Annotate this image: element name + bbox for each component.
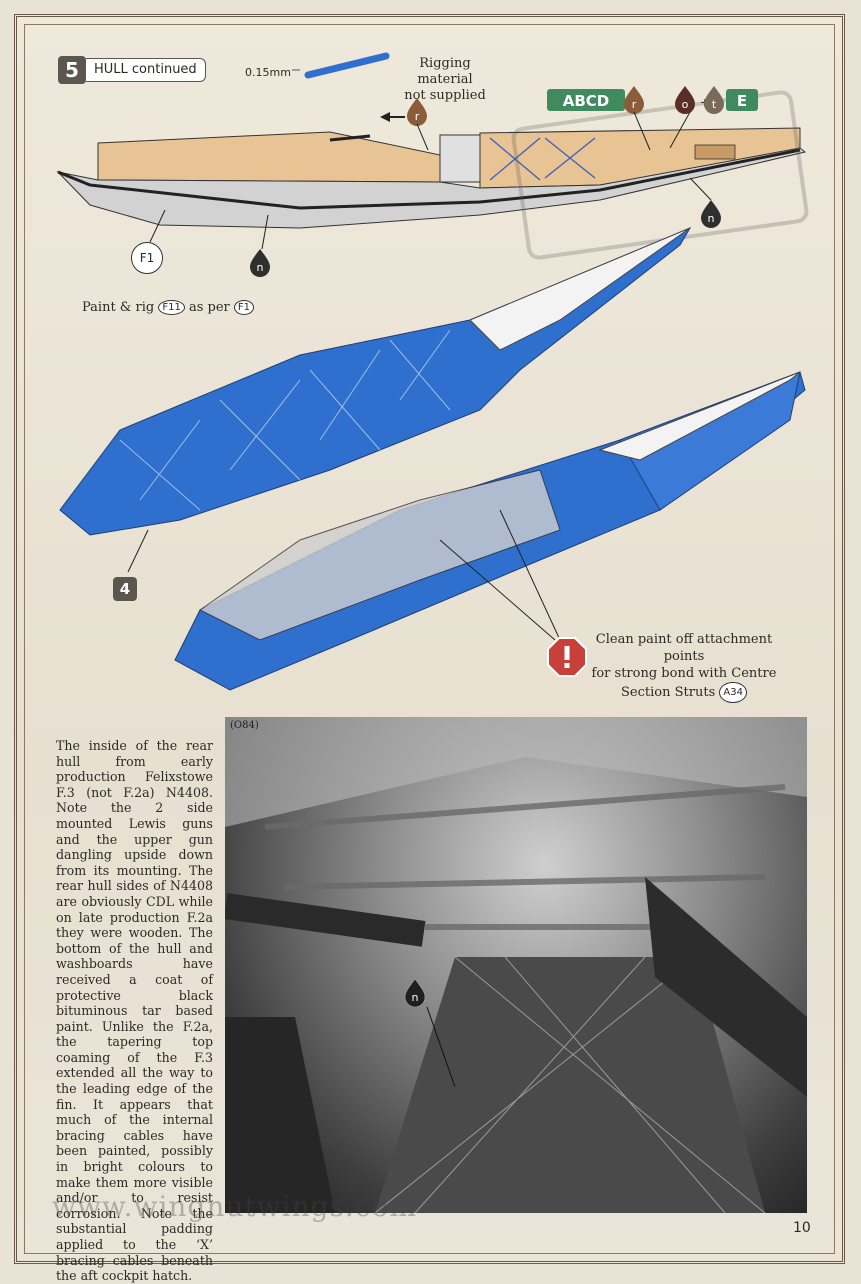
svg-text:o: o — [682, 98, 689, 111]
paint-tag-abcd: ABCD — [547, 89, 625, 111]
callout-step-4: 4 — [113, 577, 137, 601]
svg-text:n: n — [257, 261, 264, 274]
paint-drop-r-abcd: r — [624, 86, 644, 114]
step-title: HULL continued — [86, 58, 206, 82]
photo-drop-n: n — [404, 978, 426, 1007]
part-f1: F1 — [233, 300, 255, 315]
part-a34: A34 — [719, 682, 747, 703]
hull-frame-blue — [59, 226, 692, 536]
paint-drop-t: t — [704, 86, 724, 114]
warning-text: Clean paint off attachment points for st… — [586, 631, 782, 703]
svg-text:n: n — [708, 212, 715, 225]
rigging-note-line1: Rigging material — [417, 56, 473, 87]
paint-drop-n-1: n — [701, 200, 721, 228]
paint-note-prefix: Paint & rig — [82, 300, 155, 315]
svg-text:r: r — [632, 98, 637, 111]
website-watermark: www.wingnutwings.com — [52, 1190, 417, 1223]
svg-text:t: t — [712, 98, 717, 111]
svg-text:n: n — [412, 991, 419, 1004]
page-number: 10 — [793, 1220, 811, 1236]
rigging-note: Rigging material not supplied — [390, 56, 500, 104]
warning-line1: Clean paint off attachment points — [595, 632, 773, 664]
hull-side-view — [56, 127, 807, 229]
svg-text:r: r — [415, 110, 420, 123]
svg-text:E: E — [737, 92, 747, 110]
hull-diagrams: r ABCD r o + t E n n — [56, 52, 809, 691]
paint-drop-r-top: r — [407, 98, 427, 126]
part-f11: F11 — [158, 300, 185, 315]
warning-line2: for strong bond with Centre — [591, 666, 777, 681]
paint-drop-o: o — [675, 86, 695, 114]
paint-tag-e: E — [726, 89, 758, 111]
rigging-note-line2: not supplied — [404, 88, 486, 103]
photo-tag: (O84) — [230, 720, 259, 731]
step-number-badge: 5 — [58, 56, 86, 84]
paint-drop-n-2: n — [250, 249, 270, 277]
hull-blue — [174, 371, 806, 691]
page-inner-frame — [24, 24, 835, 1254]
rigging-size: 0.15mm — [245, 66, 291, 79]
svg-text:ABCD: ABCD — [563, 92, 610, 110]
description-text: The inside of the rear hull from early p… — [56, 738, 213, 1284]
paint-note-mid: as per — [188, 300, 230, 315]
warning-icon — [547, 637, 587, 677]
paint-rig-note: Paint & rig F11 as per F1 — [82, 300, 255, 315]
callout-f1: F1 — [131, 242, 163, 274]
hull-interior-photo: (O84) n — [225, 717, 807, 1213]
warning-line3: Section Struts A34 — [586, 682, 782, 703]
rigging-line-sample — [304, 52, 390, 79]
